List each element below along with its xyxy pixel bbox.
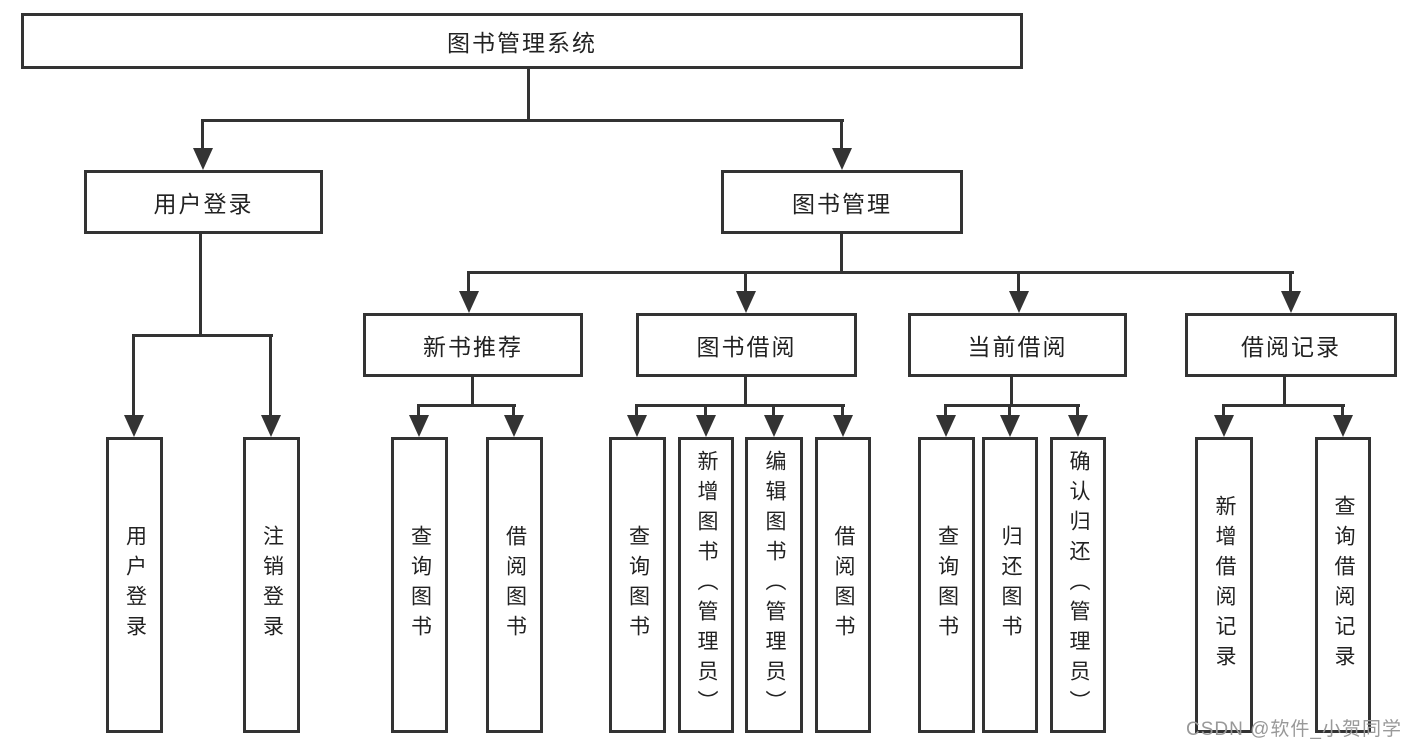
node-borrowing-records: 借阅记录 <box>1185 313 1397 377</box>
leaf-logout: 注销登录 <box>243 437 300 733</box>
node-user-login: 用户登录 <box>84 170 323 234</box>
tree-connector <box>772 406 775 417</box>
watermark: CSDN @软件_小贺同学 <box>1186 719 1402 740</box>
leaf-add-borrow-record: 新增借阅记录 <box>1195 437 1253 733</box>
tree-connector <box>467 273 470 293</box>
tree-connector <box>744 376 747 407</box>
arrow-down-icon <box>1000 415 1020 437</box>
tree-connector <box>744 273 747 293</box>
arrow-down-icon <box>1009 291 1029 313</box>
arrow-down-icon <box>124 415 144 437</box>
tree-connector <box>201 119 844 122</box>
arrow-down-icon <box>261 415 281 437</box>
arrow-down-icon <box>1333 415 1353 437</box>
leaf-query-books-current: 查询图书 <box>918 437 975 733</box>
arrow-down-icon <box>1281 291 1301 313</box>
tree-connector <box>1289 273 1292 293</box>
arrow-down-icon <box>936 415 956 437</box>
tree-connector <box>704 406 707 417</box>
tree-connector <box>840 232 843 274</box>
leaf-user-login: 用户登录 <box>106 437 163 733</box>
arrow-down-icon <box>1068 415 1088 437</box>
arrow-down-icon <box>833 415 853 437</box>
tree-connector <box>840 121 843 150</box>
tree-connector <box>132 336 135 417</box>
leaf-query-books-borrow: 查询图书 <box>609 437 666 733</box>
tree-connector <box>635 406 638 417</box>
tree-connector <box>512 406 515 417</box>
tree-connector <box>635 404 845 407</box>
tree-connector <box>471 376 474 407</box>
tree-connector <box>1008 406 1011 417</box>
tree-connector <box>1017 273 1020 293</box>
arrow-down-icon <box>627 415 647 437</box>
leaf-borrow-books: 借阅图书 <box>815 437 871 733</box>
tree-connector <box>944 404 1080 407</box>
node-library-management-system: 图书管理系统 <box>21 13 1023 69</box>
arrow-down-icon <box>459 291 479 313</box>
tree-connector <box>527 68 530 122</box>
node-new-book-recommendation: 新书推荐 <box>363 313 583 377</box>
arrow-down-icon <box>1214 415 1234 437</box>
tree-connector <box>467 271 1294 274</box>
arrow-down-icon <box>193 148 213 170</box>
leaf-return-books: 归还图书 <box>982 437 1038 733</box>
tree-connector <box>417 406 420 417</box>
tree-connector <box>417 404 516 407</box>
tree-connector <box>1283 376 1286 407</box>
arrow-down-icon <box>696 415 716 437</box>
node-book-borrowing: 图书借阅 <box>636 313 857 377</box>
node-book-management: 图书管理 <box>721 170 963 234</box>
tree-connector <box>199 232 202 336</box>
tree-connector <box>132 334 273 337</box>
node-current-borrowing: 当前借阅 <box>908 313 1127 377</box>
tree-connector <box>841 406 844 417</box>
arrow-down-icon <box>409 415 429 437</box>
tree-connector <box>944 406 947 417</box>
tree-connector <box>1222 406 1225 417</box>
leaf-edit-books-admin: 编辑图书（管理员） <box>745 437 803 733</box>
leaf-query-borrow-record: 查询借阅记录 <box>1315 437 1371 733</box>
tree-connector <box>1222 404 1345 407</box>
tree-connector <box>201 121 204 150</box>
leaf-add-books-admin: 新增图书（管理员） <box>678 437 734 733</box>
leaf-confirm-return-admin: 确认归还（管理员） <box>1050 437 1106 733</box>
tree-connector <box>1341 406 1344 417</box>
arrow-down-icon <box>764 415 784 437</box>
arrow-down-icon <box>736 291 756 313</box>
tree-connector <box>1010 376 1013 407</box>
arrow-down-icon <box>504 415 524 437</box>
leaf-query-books-recommend: 查询图书 <box>391 437 448 733</box>
arrow-down-icon <box>832 148 852 170</box>
leaf-borrow-books-recommend: 借阅图书 <box>486 437 543 733</box>
tree-connector <box>1076 406 1079 417</box>
tree-connector <box>269 336 272 417</box>
